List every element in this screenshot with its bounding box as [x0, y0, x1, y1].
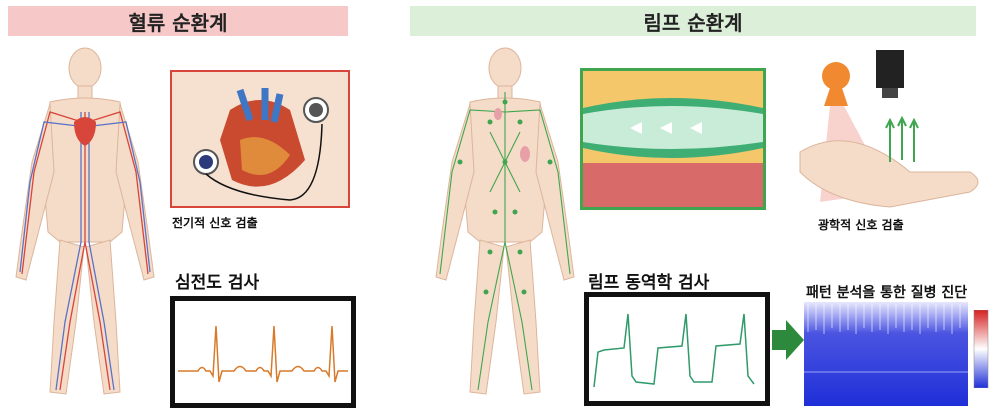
- blood-circulation-banner: 혈류 순환계: [8, 6, 348, 36]
- lymph-waveform-box: [584, 292, 770, 406]
- blood-circulation-title: 혈류 순환계: [128, 10, 228, 35]
- heatmap-colorbar: [973, 310, 989, 388]
- lymph-dynamics-test-label: 림프 동역학 검사: [588, 273, 710, 293]
- pattern-diagnosis-label: 패턴 분석을 통한 질병 진단: [806, 285, 968, 301]
- lymph-vessel-illustration: [580, 68, 766, 210]
- lymph-circulation-banner: 림프 순환계: [410, 6, 976, 36]
- optical-signal-label: 광학적 신호 검출: [818, 218, 904, 232]
- lymph-body-figure: [435, 47, 575, 395]
- electrical-signal-label: 전기적 신호 검출: [172, 216, 258, 230]
- ecg-waveform: [178, 325, 348, 383]
- lymph-waveform: [593, 313, 755, 388]
- ecg-waveform-box: [170, 296, 356, 408]
- optical-detection-illustration: [799, 50, 979, 208]
- diagnosis-arrow-icon: [772, 320, 804, 360]
- blood-body-figure: [15, 47, 155, 395]
- lymph-circulation-title: 림프 순환계: [643, 10, 743, 35]
- ecg-test-label: 심전도 검사: [175, 273, 260, 293]
- heart-electrode-illustration: [170, 70, 350, 208]
- pattern-heatmap: [804, 302, 968, 406]
